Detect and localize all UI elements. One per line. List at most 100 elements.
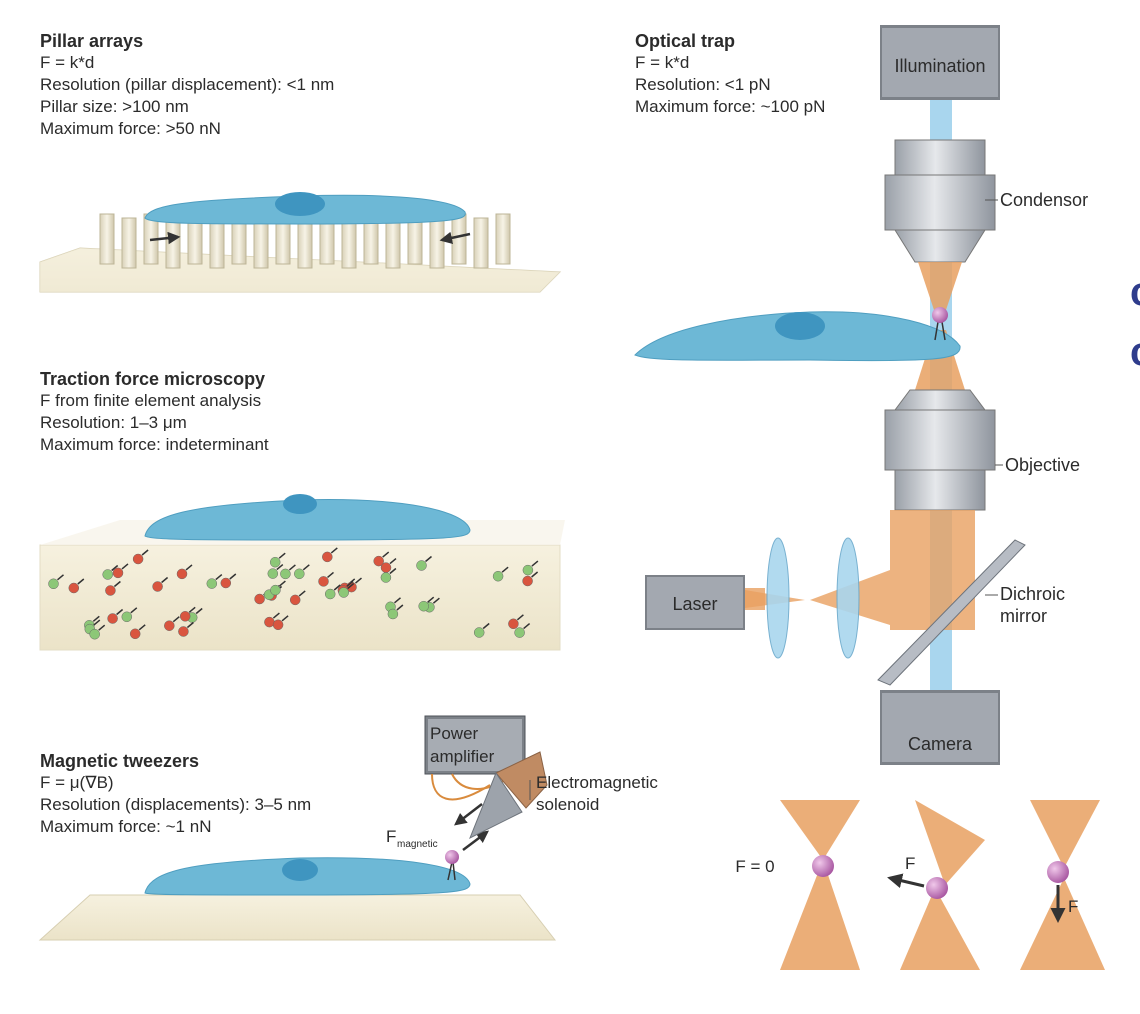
trap-state-left: F xyxy=(887,800,985,970)
bead-displacement-arrow xyxy=(276,564,284,571)
trap-state-zero: F = 0 xyxy=(735,800,860,970)
magnetic-force-arrow-out xyxy=(454,803,483,826)
force-label: F xyxy=(1068,897,1078,916)
pillar-row xyxy=(99,213,511,269)
bead-displacement-arrow xyxy=(531,560,539,567)
fluorescent-bead xyxy=(68,582,80,594)
bead-displacement-arrow xyxy=(382,551,390,558)
pillar xyxy=(473,217,489,269)
bead-displacement-arrow xyxy=(57,574,64,581)
bead-displacement-arrow xyxy=(116,608,124,616)
fluorescent-bead xyxy=(270,584,281,596)
fluorescent-bead xyxy=(416,560,427,571)
bead-displacement-arrow xyxy=(333,584,341,591)
traction-line: F from finite element analysis xyxy=(40,391,262,410)
fluorescent-bead xyxy=(267,568,279,579)
cell-nucleus xyxy=(282,859,318,881)
power-amplifier-label: Power xyxy=(430,724,479,743)
pillar-line: Maximum force: >50 nN xyxy=(40,119,221,138)
fluorescent-beads xyxy=(48,547,539,640)
optical-trap-text: Optical trap F = k*d Resolution: <1 pN M… xyxy=(635,30,825,118)
pillar-arrays-illustration xyxy=(39,192,562,293)
camera-label: Camera xyxy=(908,734,973,754)
cell-body xyxy=(144,499,471,541)
pillar xyxy=(165,217,181,269)
fluorescent-bead xyxy=(318,576,329,587)
fluorescent-bead xyxy=(179,611,191,622)
fluorescent-bead xyxy=(387,608,399,620)
bead-displacement-arrow xyxy=(281,615,289,622)
bead-displacement-arrow xyxy=(113,580,121,588)
pillar xyxy=(99,213,115,265)
orange-beam-vertical xyxy=(890,510,975,630)
pillar-force-arrow-left xyxy=(149,231,181,245)
pillar-arrays-title: Pillar arrays xyxy=(40,31,144,51)
trap-state-down: F xyxy=(1020,800,1105,970)
bead-displacement-arrow xyxy=(229,573,237,580)
bead-displacement-arrow xyxy=(288,564,296,571)
trap-bead xyxy=(812,855,834,877)
fluorescent-bead xyxy=(178,626,189,637)
pillar xyxy=(121,217,137,269)
bead-displacement-arrow xyxy=(92,615,100,622)
pillar-line: F = k*d xyxy=(40,53,95,72)
beam-lens-1 xyxy=(766,537,790,659)
traction-force-title: Traction force microscopy xyxy=(40,369,266,389)
fluorescent-bead xyxy=(492,570,504,582)
force-label: F xyxy=(905,854,915,873)
condensor-lens xyxy=(884,139,996,263)
fluorescent-bead xyxy=(522,564,534,576)
bead-displacement-arrow xyxy=(278,580,286,587)
bead-displacement-arrow xyxy=(278,552,286,559)
bead-displacement-arrow xyxy=(389,567,397,575)
fluorescent-bead xyxy=(324,588,336,600)
fluorescent-bead xyxy=(373,555,384,567)
fluorescent-bead xyxy=(418,600,429,612)
pillar xyxy=(297,217,313,269)
cell-nucleus xyxy=(275,192,325,216)
edge-fragment: c xyxy=(1130,330,1140,375)
optical-line: Resolution: <1 pN xyxy=(635,75,771,94)
force-arrow-left xyxy=(887,873,925,889)
bead-displacement-arrow xyxy=(215,574,223,581)
bead-displacement-arrow xyxy=(302,564,310,571)
pillar xyxy=(385,217,401,269)
dichroic-mirror xyxy=(877,539,1026,686)
beam-lens-2 xyxy=(836,537,860,659)
bead-displacement-arrow xyxy=(111,564,119,572)
bead-displacement-arrow xyxy=(298,590,306,597)
fluorescent-bead xyxy=(280,568,291,580)
bead-displacement-arrow xyxy=(93,619,101,626)
bead-displacement-arrow xyxy=(501,566,509,573)
fluorescent-bead xyxy=(380,562,392,573)
pillar xyxy=(495,213,511,265)
bead-displacement-arrow xyxy=(195,607,203,615)
cell-nucleus xyxy=(283,494,317,514)
fluorescent-bead xyxy=(152,581,163,592)
traction-line: Maximum force: indeterminant xyxy=(40,435,269,454)
fluorescent-bead xyxy=(264,616,275,628)
solenoid-label: Electromagnetic xyxy=(536,773,658,792)
fluorescent-bead xyxy=(272,619,284,631)
fluorescent-bead xyxy=(289,594,301,606)
force-label: F = 0 xyxy=(735,857,774,876)
bead-displacement-arrow xyxy=(161,576,169,584)
bead-displacement-arrow xyxy=(138,624,146,631)
fluorescent-bead xyxy=(220,577,232,589)
fluorescent-bead xyxy=(102,569,113,580)
bead-displacement-arrow xyxy=(141,549,149,556)
optical-line: F = k*d xyxy=(635,53,690,72)
bead-displacement-arrow xyxy=(188,606,196,613)
dichroic-label: mirror xyxy=(1000,606,1047,626)
bead-displacement-arrow xyxy=(330,547,338,554)
bead-displacement-arrow xyxy=(394,597,401,604)
bead-displacement-arrow xyxy=(130,607,138,614)
fluorescent-bead xyxy=(514,627,525,638)
fluorescent-bead xyxy=(105,585,116,596)
traction-illustration xyxy=(39,494,565,651)
fluorescent-bead xyxy=(294,568,305,580)
pillar xyxy=(451,213,467,265)
bead-displacement-arrow xyxy=(396,604,404,611)
pillar-arrays-text: Pillar arrays F = k*d Resolution (pillar… xyxy=(40,30,334,140)
power-amplifier-label: amplifier xyxy=(430,747,495,766)
